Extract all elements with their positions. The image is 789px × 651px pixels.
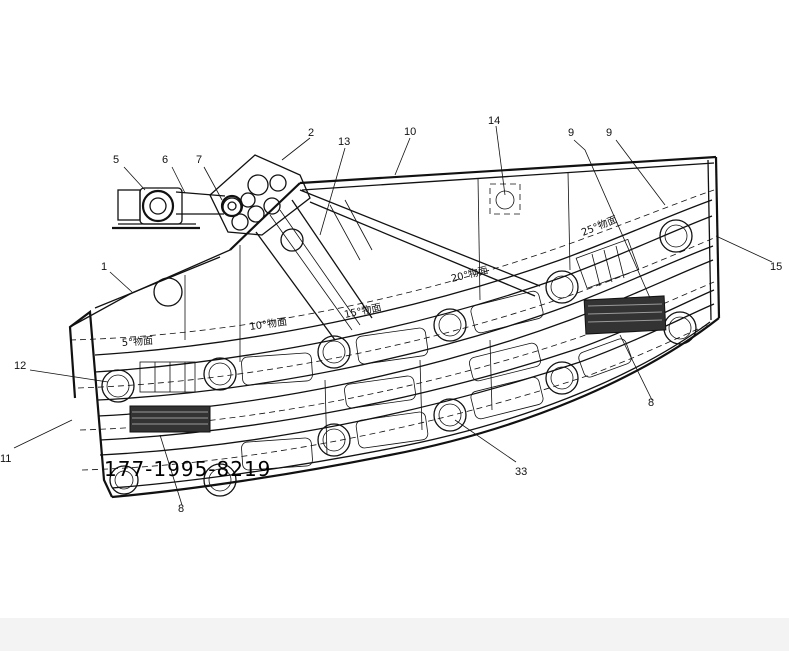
callout-13: 13 bbox=[338, 136, 350, 148]
feed-box bbox=[489, 183, 521, 215]
callout-7: 7 bbox=[196, 154, 202, 166]
side-plate-cutouts bbox=[241, 290, 632, 471]
diagonal-bracing bbox=[255, 189, 541, 341]
phone-watermark: 177-1995-8219 bbox=[104, 457, 271, 481]
callout-9-left: 9 bbox=[568, 127, 574, 139]
callout-labels: 1 2 5 6 7 8 8 8 9 9 10 11 12 13 14 15 33 bbox=[0, 115, 782, 515]
callout-8-bottom: 8 bbox=[178, 503, 184, 515]
screen-panels bbox=[129, 238, 667, 433]
callout-14: 14 bbox=[488, 115, 500, 127]
bottom-strip bbox=[0, 618, 789, 651]
deck-label-5: 5°物面 bbox=[121, 334, 153, 349]
callout-2: 2 bbox=[308, 127, 314, 139]
callout-9-right: 9 bbox=[606, 127, 612, 139]
callout-12: 12 bbox=[14, 360, 26, 372]
callout-11: 11 bbox=[0, 453, 11, 465]
leader-lines bbox=[13, 125, 773, 506]
callout-1: 1 bbox=[101, 261, 107, 273]
callout-6: 6 bbox=[162, 154, 168, 166]
callout-15: 15 bbox=[770, 261, 782, 273]
deck-label-10: 10°物面 bbox=[249, 315, 288, 333]
callout-10: 10 bbox=[404, 126, 416, 138]
cross-beam-tubes bbox=[101, 219, 697, 497]
screen-decks bbox=[69, 189, 715, 471]
vertical-stiffeners bbox=[184, 171, 571, 456]
callout-5: 5 bbox=[113, 154, 119, 166]
motor-drive bbox=[112, 187, 244, 230]
deck-label-25: 25°物面 bbox=[579, 213, 619, 239]
deck-label-20: 20°物面 bbox=[450, 263, 490, 285]
callout-8-right: 8 bbox=[648, 397, 654, 409]
callout-33: 33 bbox=[515, 466, 527, 478]
